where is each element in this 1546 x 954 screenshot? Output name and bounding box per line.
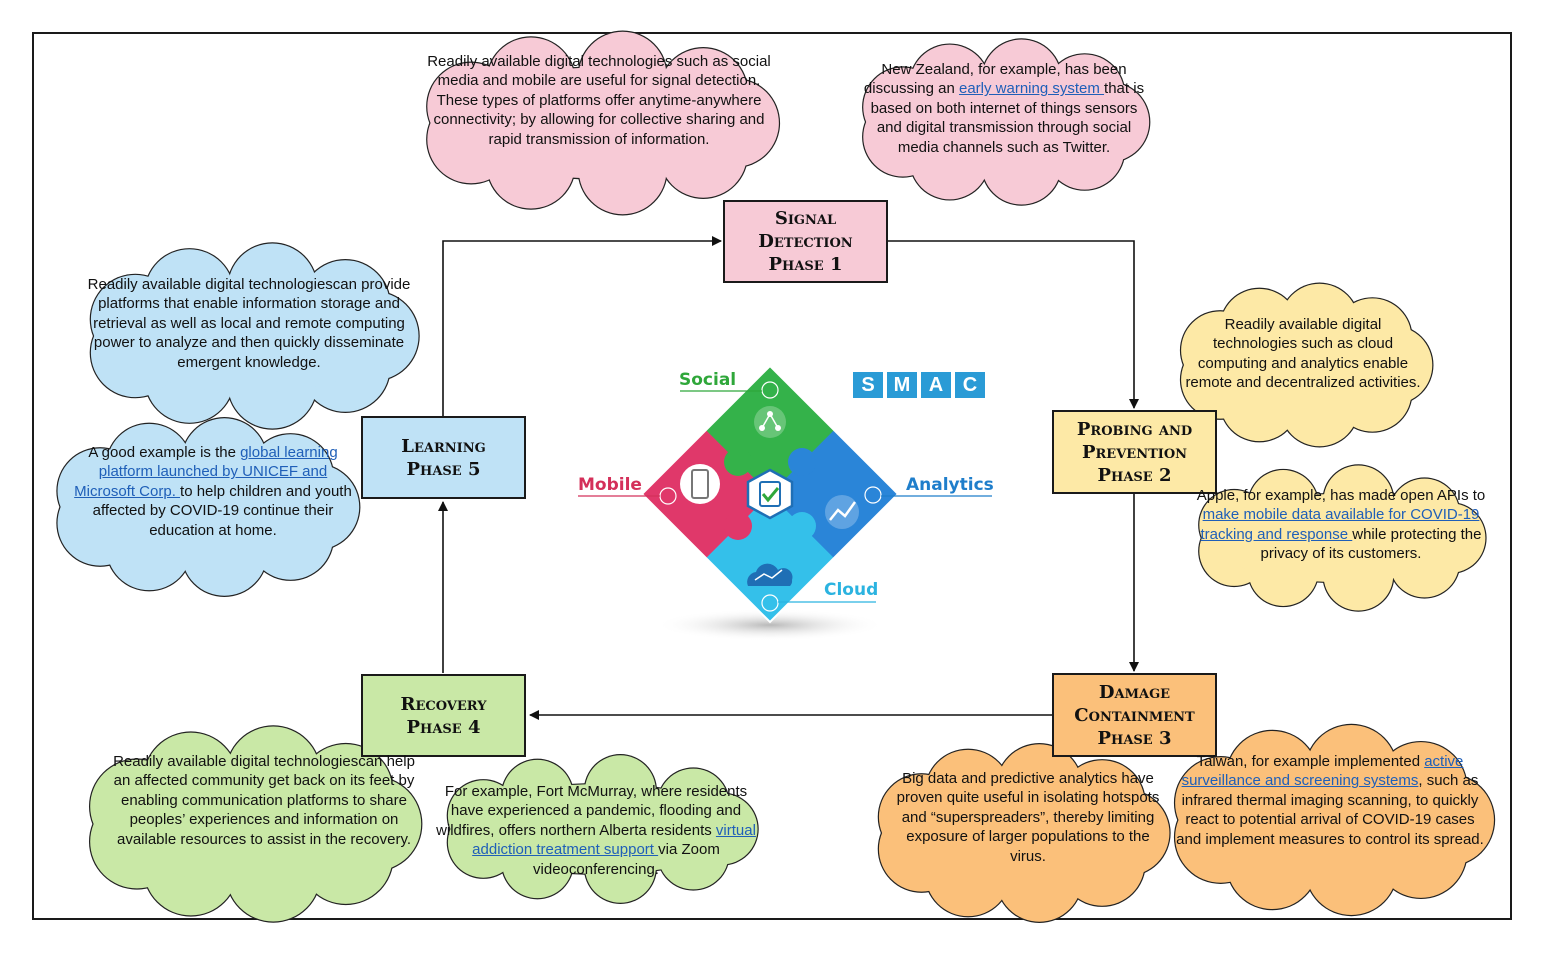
cloud-text-span: Readily available digital technologies s… xyxy=(427,53,771,148)
cloud-shape-damage_a xyxy=(877,743,1171,923)
cloud-unicef-text: A good example is the global learning pl… xyxy=(68,443,358,540)
cloud-signal-detection-text: Readily available digital technologies s… xyxy=(416,52,782,149)
cloud-taiwan-text: Taiwan, for example implemented active s… xyxy=(1174,752,1486,849)
cloud-text-span: while protecting the privacy of its cust… xyxy=(1260,525,1482,563)
cloud-paragraph: Apple, for example, has made open APIs t… xyxy=(1196,486,1486,564)
phase-4-title: Recovery xyxy=(400,693,487,715)
cloud-probing-text: Readily available digital technologies s… xyxy=(1185,315,1421,393)
cloud-shape-signal_a xyxy=(426,30,781,216)
cloud-shape-damage_b xyxy=(1173,723,1496,917)
label-mobile: Mobile xyxy=(578,475,642,495)
cloud-paragraph: Taiwan, for example implemented active s… xyxy=(1174,752,1486,849)
cloud-shape-probing_b xyxy=(1198,464,1487,612)
cloud-text-span: to help children and youth affected by C… xyxy=(92,482,352,539)
cloud-new-zealand-text: New Zealand, for example, has been discu… xyxy=(863,60,1145,157)
phase-2-probing-prevention: Probing and Prevention Phase 2 xyxy=(1052,410,1217,494)
label-cloud: Cloud xyxy=(824,580,879,600)
cloud-link[interactable]: global learning platform launched by UNI… xyxy=(74,444,338,500)
phase-2-sub: Phase 2 xyxy=(1097,464,1172,486)
phase-1-sub: Phase 1 xyxy=(768,254,843,275)
cloud-paragraph: A good example is the global learning pl… xyxy=(68,443,358,540)
label-analytics: Analytics xyxy=(906,475,994,495)
cloud-big-data-text: Big data and predictive analytics have p… xyxy=(895,769,1161,866)
cloud-paragraph: Readily available digital technologiesca… xyxy=(106,752,422,849)
cloud-shape-learning_b xyxy=(56,417,361,597)
cloud-learning-text: Readily available digital technologiesca… xyxy=(84,275,414,372)
cloud-chart-icon xyxy=(747,563,793,586)
phase-5-sub: Phase 5 xyxy=(406,458,481,480)
cloud-link[interactable]: active surveillance and screening system… xyxy=(1181,753,1464,790)
arrow-signal-to-probing xyxy=(888,240,1139,409)
cloud-shape-probing_a xyxy=(1179,282,1434,448)
phase-5-learning: Learning Phase 5 xyxy=(361,416,526,499)
cloud-recovery-text: Readily available digital technologiesca… xyxy=(106,752,422,849)
cloud-text-span: via Zoom videoconferencing. xyxy=(533,841,720,878)
cloud-paragraph: Readily available digital technologies s… xyxy=(416,52,782,149)
cloud-apple-text: Apple, for example, has made open APIs t… xyxy=(1196,486,1486,564)
cloud-shape-learning_a xyxy=(89,242,420,430)
phase-1-title: Signal Detection xyxy=(758,208,853,252)
cloud-link[interactable]: virtual addiction treatment support xyxy=(472,821,756,859)
cloud-paragraph: Readily available digital technologies s… xyxy=(1185,315,1421,393)
label-social: Social xyxy=(679,370,737,390)
cloud-fort-mcmurray-text: For example, Fort McMurray, where reside… xyxy=(432,782,760,879)
cloud-text-span: , such as infrared thermal imaging scann… xyxy=(1176,772,1484,848)
cloud-text-span: Big data and predictive analytics have p… xyxy=(896,770,1160,865)
cloud-shape-recovery_a xyxy=(88,725,423,923)
cloud-text-span: New Zealand, for example, has been discu… xyxy=(863,61,1127,98)
cloud-shape-signal_b xyxy=(862,38,1151,206)
arrow-learning-to-signal xyxy=(442,236,722,416)
cloud-text-span: A good example is the xyxy=(88,444,241,461)
cloud-paragraph: Readily available digital technologiesca… xyxy=(84,275,414,372)
smac-logo: S M A C xyxy=(853,372,985,398)
cloud-text-span: Taiwan, for example implemented xyxy=(1196,753,1425,770)
diagram-frame xyxy=(32,32,1512,920)
phase-1-signal-detection: Signal Detection Phase 1 xyxy=(723,200,888,283)
phase-3-damage-containment: Damage Containment Phase 3 xyxy=(1052,673,1217,757)
people-network-icon xyxy=(754,406,786,438)
phase-2-title: Probing and Prevention xyxy=(1076,418,1193,463)
cloud-shape-recovery_b xyxy=(446,754,759,904)
cloud-paragraph: Big data and predictive analytics have p… xyxy=(895,769,1161,866)
smac-letter-a: A xyxy=(921,372,951,398)
clipboard-check-icon xyxy=(746,468,794,520)
cloud-text-span: that is based on both internet of things… xyxy=(870,80,1145,156)
cloud-paragraph: New Zealand, for example, has been discu… xyxy=(863,60,1145,157)
phase-3-title: Damage Containment xyxy=(1074,681,1195,726)
smac-letter-c: C xyxy=(955,372,985,398)
phase-3-sub: Phase 3 xyxy=(1097,727,1172,749)
smartphone-icon xyxy=(680,464,720,504)
cloud-text-span: Apple, for example, has made open APIs t… xyxy=(1196,487,1486,504)
smac-letter-s: S xyxy=(853,372,883,398)
cloud-paragraph: For example, Fort McMurray, where reside… xyxy=(432,782,760,879)
cloud-text-span: For example, Fort McMurray, where reside… xyxy=(436,783,748,839)
smac-shadow xyxy=(655,609,885,641)
phase-5-title: Learning xyxy=(401,435,486,457)
cloud-text-span: Readily available digital technologiesca… xyxy=(113,753,415,848)
smac-letter-m: M xyxy=(887,372,917,398)
cloud-text-span: Readily available digital technologies s… xyxy=(1185,316,1421,392)
phase-4-sub: Phase 4 xyxy=(406,716,481,738)
flow-arrows xyxy=(438,236,1139,720)
cloud-text-span: Readily available digital technologiesca… xyxy=(87,276,411,371)
cloud-link[interactable]: make mobile data available for COVID-19 … xyxy=(1200,506,1480,543)
cloud-link[interactable]: early warning system xyxy=(958,80,1105,98)
line-chart-icon xyxy=(825,495,859,529)
phase-4-recovery: Recovery Phase 4 xyxy=(361,674,526,757)
